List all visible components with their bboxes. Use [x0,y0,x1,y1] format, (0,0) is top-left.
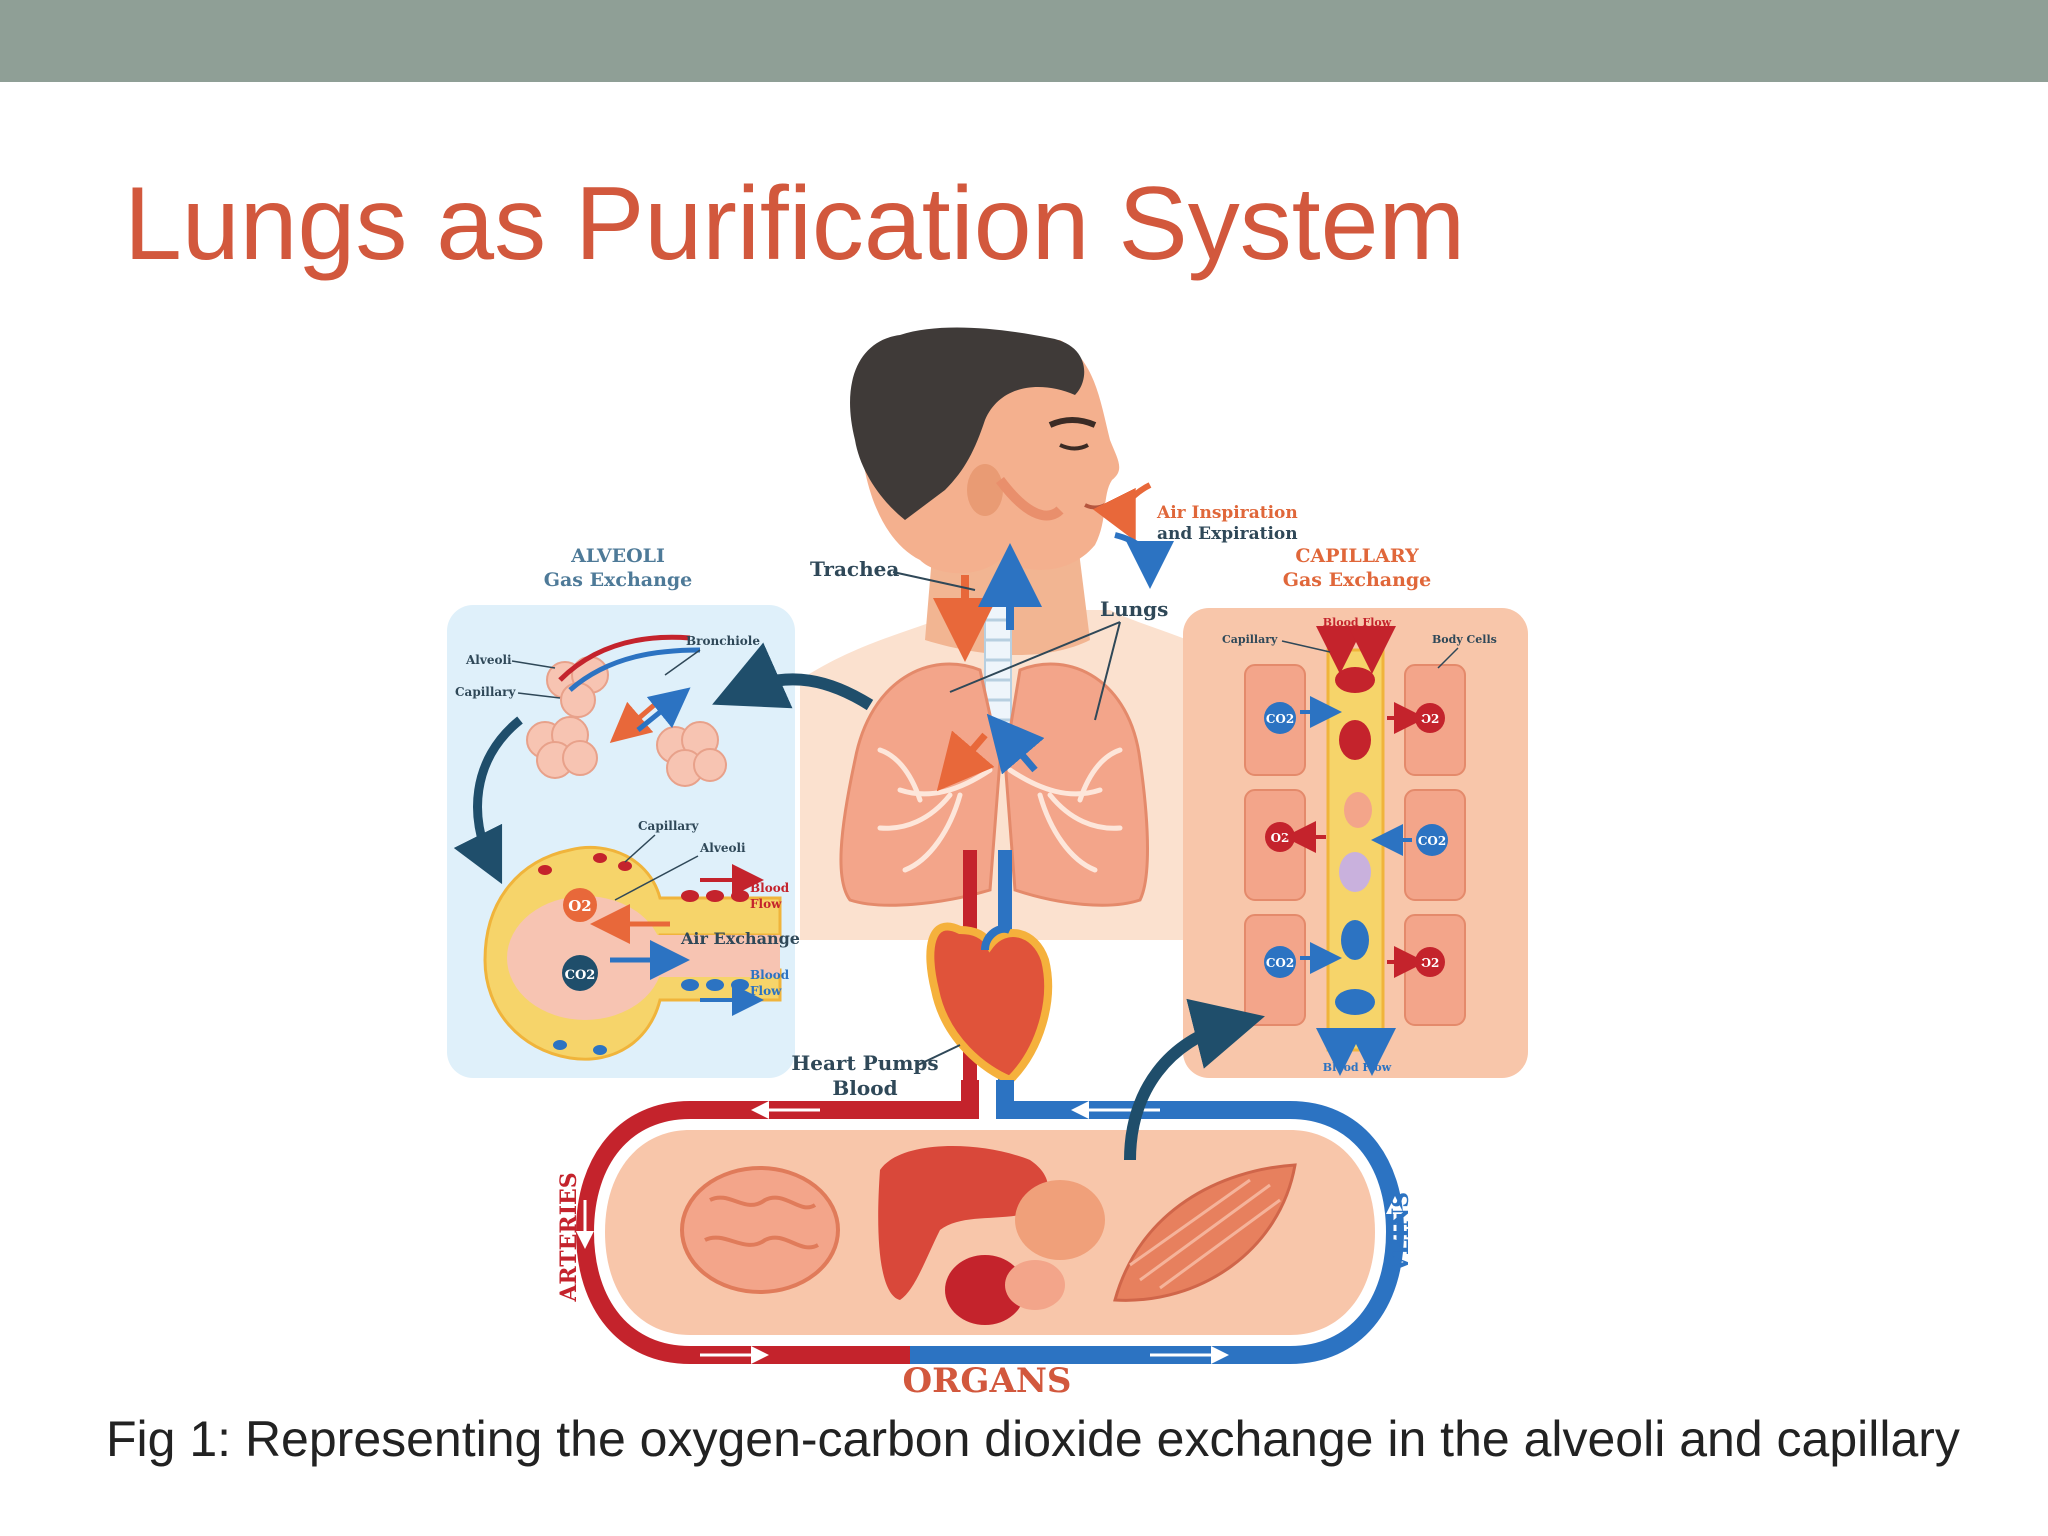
co2-label-top-left: CO2 [1266,712,1294,726]
blood-flow-bottom-label-1: Blood [750,968,790,982]
alveoli-top-label: Alveoli [465,653,512,667]
alveoli-bottom-label: Alveoli [699,841,746,855]
muscle-organ [1113,1163,1297,1302]
capillary-panel-leader [1281,640,1331,653]
capillary-title-1: CAPILLARY [1295,545,1419,567]
figure-caption: Fig 1: Representing the oxygen-carbon di… [106,1411,1960,1467]
lungs-leader-2 [1094,621,1121,721]
capillary-top-label: Capillary [455,685,516,699]
top-bar [0,0,2048,82]
heart-vessel-blue [981,924,1012,951]
alveoli-title-2: Gas Exchange [544,569,693,591]
capillary-bottom-leader [624,834,656,863]
air-inspiration-label-1: Air Inspiration [1156,503,1298,523]
alveoli-panel: O2 CO2 [447,605,795,1078]
ear-shape [967,464,1003,516]
heart-shape [926,922,1052,1085]
brain-organ [680,1166,840,1294]
alveoli-bottom-leader [614,855,699,901]
alveoli-title-1: ALVEOLI [570,545,665,567]
lungs-label: Lungs [1100,597,1168,621]
bronchiole-vessel-blue [568,647,701,692]
blood-flow-top-label-1: Blood [750,881,790,895]
airway-shape [996,476,1064,521]
arteries-label: ARTERIES [556,1172,582,1302]
o2-label-top-right: O2 [1421,712,1440,726]
alveoli-cluster-right [656,721,727,787]
o2-label-mid-left: O2 [1271,831,1290,845]
blood-flow-top-label-2: Flow [750,897,782,911]
heart-leader [917,1044,961,1066]
capillary-bottom-label: Capillary [638,819,699,833]
o2-label-bottom-right: O2 [1421,956,1440,970]
capillary-blood-flow-top-label: Blood Flow [1323,616,1392,629]
capillary-panel: CO2 O2 O2 CO2 CO2 O2 [1183,608,1528,1078]
air-exchange-label: Air Exchange [680,929,800,948]
co2-label-mid-right: CO2 [1418,834,1446,848]
trachea-label: Trachea [810,557,899,581]
lung-in-arrow [936,730,995,792]
organs-to-capillary-arrow [1124,998,1265,1161]
digestive-organs [878,1146,1105,1325]
bronchiole-vessel-red [558,634,691,682]
capillary-title-2: Gas Exchange [1283,569,1432,591]
body-cells-leader [1437,647,1459,669]
circulation-loop [575,1080,1405,1364]
heart-label-1: Heart Pumps [791,1051,938,1075]
diagram-labels: Air Inspiration and Expiration Trachea L… [455,503,1497,1401]
hair-shape [850,327,1085,520]
co2-bubble [562,955,598,991]
co2-label-bottom-left: CO2 [1266,956,1294,970]
air-out-arrow [1114,532,1174,589]
capillary-panel-label: Capillary [1222,633,1278,646]
alveoli-zoom-arrow [453,716,523,885]
o2-bubble [563,888,597,922]
co2-bubble-top-left [1264,702,1296,734]
heart-label-2: Blood [832,1076,897,1100]
blood-flow-bottom-label-2: Flow [750,984,782,998]
o2-label: O2 [568,897,592,915]
slide-title: Lungs as Purification System [124,166,1466,282]
lungs-leader-1 [949,621,1121,693]
alveoli-cluster-left [526,716,598,779]
eye-shape [1059,443,1089,451]
alveoli-top-leader [511,660,556,669]
bronchiole-arrow-blue [636,687,691,732]
bronchiole-leader [664,649,701,676]
veins-label: VEINS [1388,1192,1414,1273]
loop-flow-arrows [576,1101,1404,1364]
trachea-leader [892,571,976,591]
capillary-exchange-arrows [1284,696,1426,978]
capillary-blood-flow-bottom-label: Blood Flow [1323,1061,1392,1074]
lung-out-arrow [986,713,1045,775]
air-inspiration-label-2: and Expiration [1157,524,1298,544]
bronchiole-label: Bronchiole [686,634,760,648]
co2-bubble-bottom-left [1264,946,1296,978]
left-lung [839,662,1002,907]
capillary-top-leader [517,692,561,699]
lungs-to-alveoli-arrow [712,642,874,711]
body-cells-label: Body Cells [1432,633,1497,646]
brow-shape [1048,417,1097,428]
organs-label: ORGANS [903,1361,1072,1401]
air-in-arrow [1092,482,1152,542]
co2-bubble-mid-right [1416,824,1448,856]
co2-label: CO2 [565,968,596,983]
person-illustration [800,327,1260,1085]
